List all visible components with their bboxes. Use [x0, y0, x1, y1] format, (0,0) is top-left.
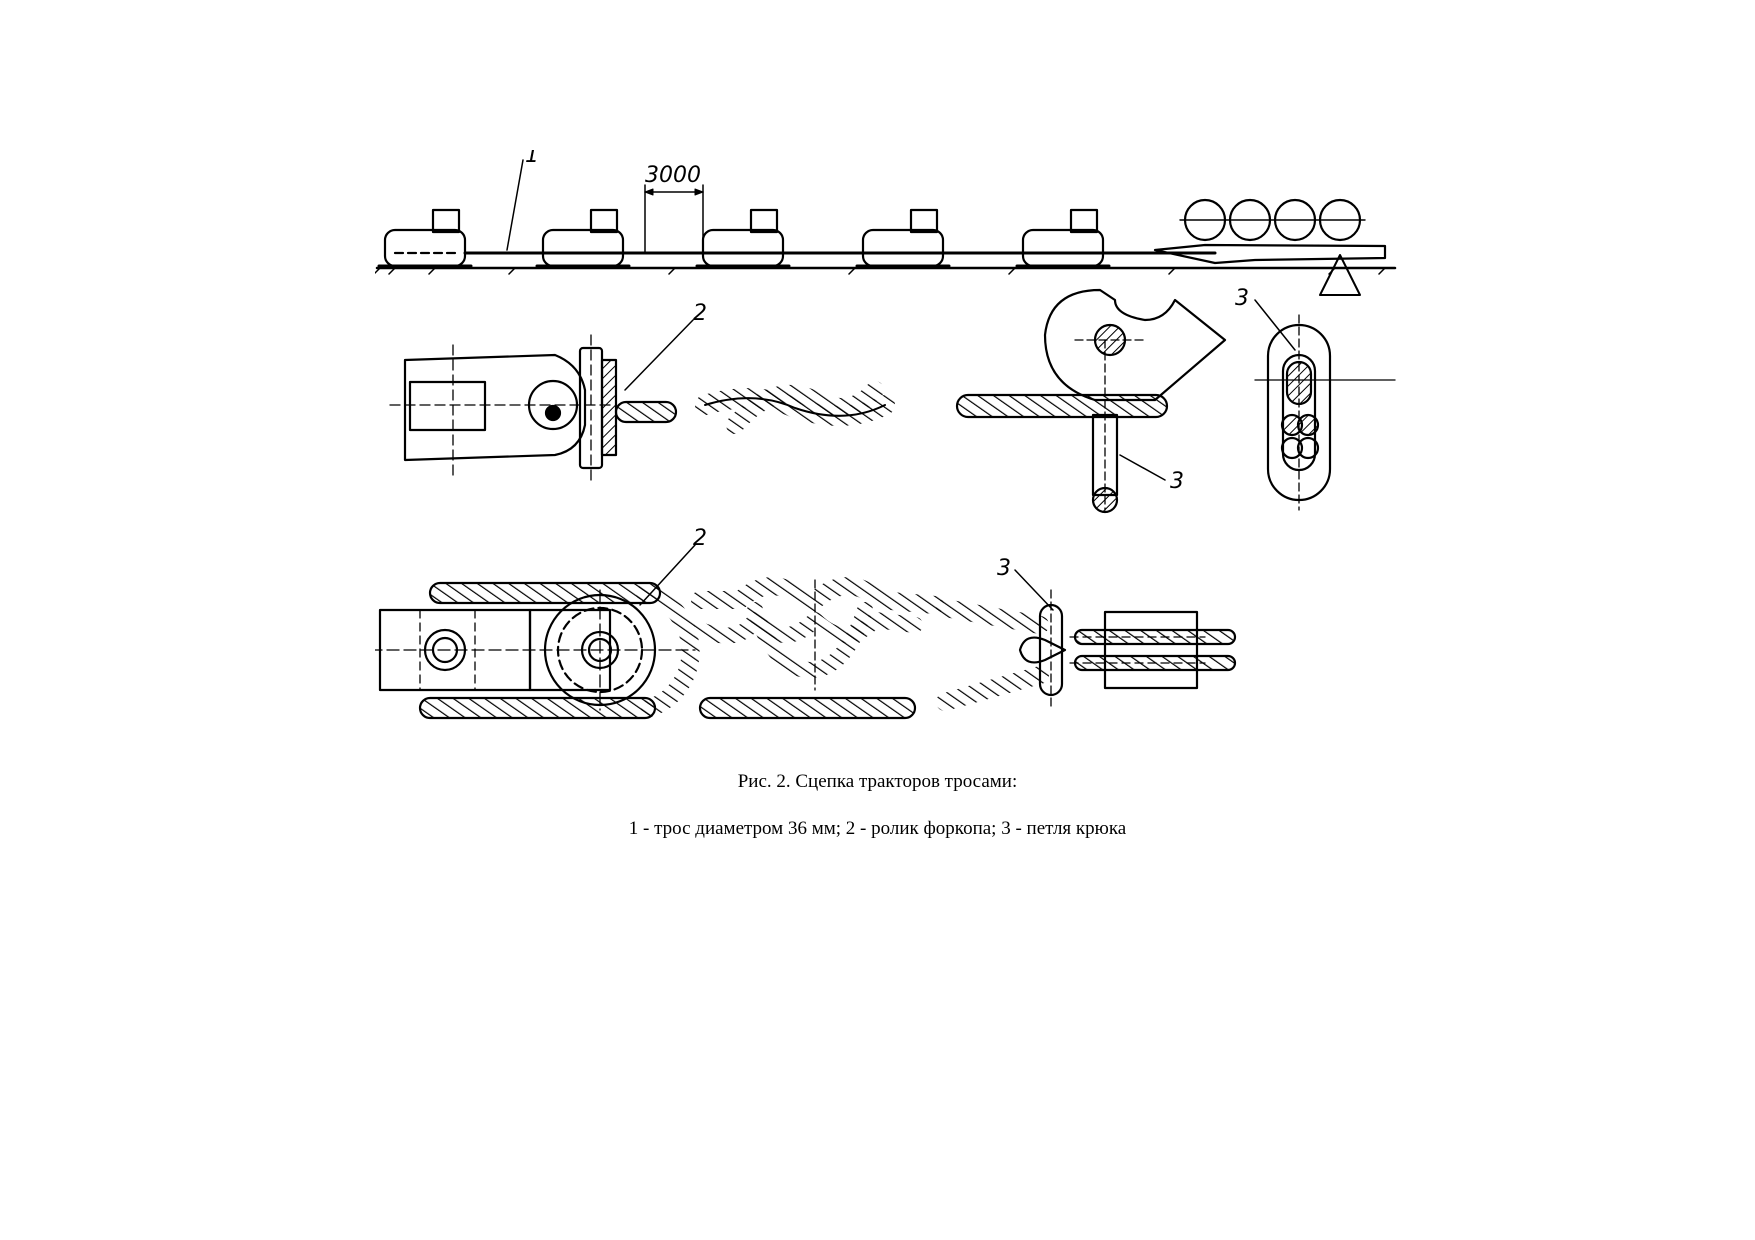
coupling-detail-side: 2 3: [389, 286, 1396, 514]
rope-lower-strand: [418, 696, 657, 720]
callout-2-top: 2: [624, 301, 707, 391]
technical-drawing: 3000 1: [375, 150, 1405, 750]
callout-3-loop-label: 3: [1235, 286, 1249, 311]
callout-1-label: 1: [525, 150, 539, 168]
callout-3-bottom: 3: [997, 556, 1054, 611]
tractor-2: [535, 208, 631, 268]
callout-3-hook: 3: [1119, 454, 1184, 494]
fork-top-view: [375, 589, 696, 711]
dimension-3000: 3000: [644, 163, 704, 253]
loop-thimble-top-view: [936, 589, 1237, 711]
tractor-1: [377, 208, 473, 268]
dimension-label: 3000: [645, 163, 701, 188]
hook: [1043, 288, 1227, 514]
coupling-detail-top: 2 3: [375, 526, 1237, 720]
tractor-convoy: 3000 1: [375, 150, 1397, 296]
roller-rope-wrap: [636, 584, 700, 717]
callout-3-bottom-label: 3: [997, 556, 1011, 581]
rope-segment-a: [614, 400, 678, 424]
callout-1: 1: [506, 150, 539, 251]
pipeline-sled: [1153, 198, 1387, 296]
tractor-5: [1015, 208, 1111, 268]
reef-knot-top-view: [691, 577, 944, 720]
rope-knot: [695, 381, 895, 434]
drawbar-fork: [389, 334, 618, 486]
hook-loop-section: [1254, 314, 1396, 511]
tractor-coupling-drawing: 3000 1: [375, 150, 1397, 720]
rope-segment-b: [955, 393, 1169, 419]
callout-2-bottom-label: 2: [693, 526, 707, 551]
tractor-3: [695, 208, 791, 268]
callout-2-label: 2: [693, 301, 707, 326]
callout-3-hook-label: 3: [1170, 469, 1184, 494]
callout-3-loop: 3: [1235, 286, 1296, 351]
figure-caption-title: Рис. 2. Сцепка тракторов тросами:: [737, 771, 1018, 792]
figure-caption-legend: 1 - трос диаметром 36 мм; 2 - ролик форк…: [628, 818, 1127, 839]
rope-upper-strand: [428, 581, 662, 605]
tractor-4: [855, 208, 951, 268]
callout-2-bottom: 2: [639, 526, 707, 606]
